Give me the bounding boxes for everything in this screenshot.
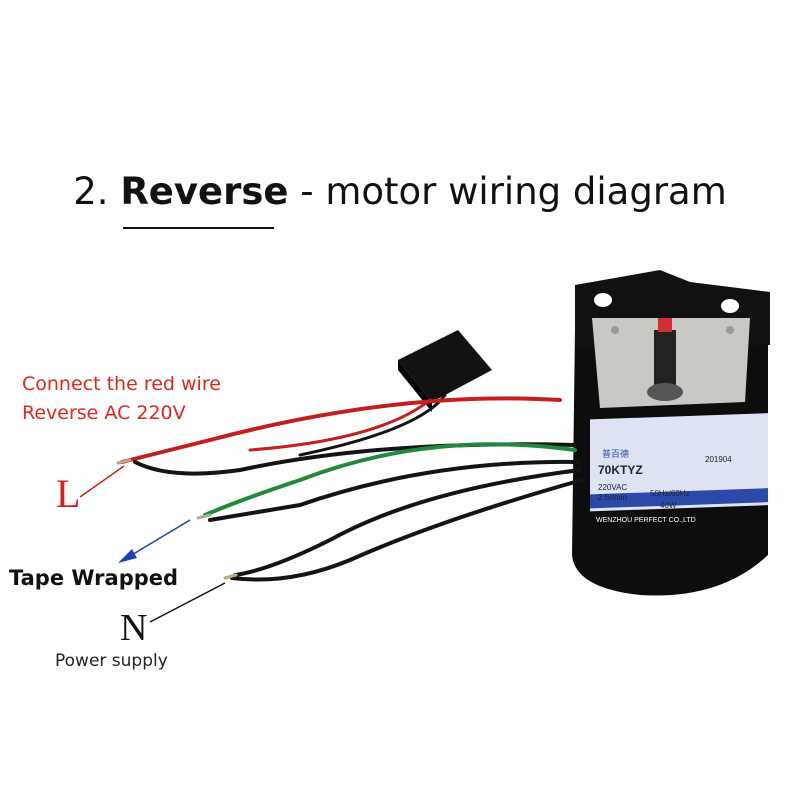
shaft-tip	[658, 318, 672, 332]
face-screw-2	[726, 326, 734, 334]
capacitor-black-lead	[298, 393, 447, 457]
flange-hole-right	[721, 299, 739, 313]
label-freq: 50Hz/60Hz	[650, 489, 690, 498]
diagram-title: 2. Reverse - motor wiring diagram	[0, 170, 800, 213]
label-voltage: 220VAC	[598, 483, 627, 492]
flange-hole-left	[594, 293, 612, 307]
label-speed: 2.5r/min	[598, 493, 627, 502]
black-wire-lower-a	[233, 468, 582, 577]
face-screw-1	[611, 326, 619, 334]
motor-label-stripe	[590, 488, 768, 509]
wires	[116, 393, 584, 582]
label-model: 70KTYZ	[598, 463, 643, 477]
green-wire	[203, 442, 577, 517]
copper-end-2	[196, 513, 212, 520]
capacitor	[398, 330, 492, 412]
black-wire-upper	[133, 442, 577, 476]
label-power-supply: Power supply	[55, 651, 168, 671]
label-date: 201904	[705, 455, 732, 464]
label-N: N	[120, 607, 148, 649]
red-wire-note-line1: Connect the red wire	[22, 373, 221, 395]
label-tape-wrapped: Tape Wrapped	[9, 566, 179, 590]
copper-end-3	[223, 573, 238, 580]
label-maker: WENZHOU PERFECT CO.,LTD	[596, 517, 696, 524]
motor	[572, 270, 770, 596]
motor-label-text: 普百德 201904 70KTYZ 220VAC 2.5r/min 50Hz/6…	[596, 448, 732, 524]
tape-arrow	[118, 519, 191, 563]
title-rest: - motor wiring diagram	[300, 170, 727, 213]
label-brand: 普百德	[602, 448, 629, 459]
shaft-collar	[647, 383, 683, 401]
title-emphasis: Reverse	[120, 170, 289, 213]
black-wire-lower-b	[230, 478, 584, 582]
capacitor-red-lead	[248, 398, 432, 452]
label-L: L	[56, 471, 81, 516]
title-underline	[123, 227, 274, 229]
copper-end-1	[116, 458, 132, 465]
N-pointer-line	[149, 582, 226, 623]
L-pointer-line	[79, 465, 125, 498]
black-wire-mid	[208, 459, 580, 522]
red-wire	[120, 396, 562, 464]
output-shaft	[654, 330, 676, 398]
label-power: 40W	[660, 501, 677, 510]
title-number: 2.	[73, 170, 109, 213]
motor-label-plate	[590, 413, 768, 512]
red-wire-note-line2: Reverse AC 220V	[22, 402, 186, 424]
